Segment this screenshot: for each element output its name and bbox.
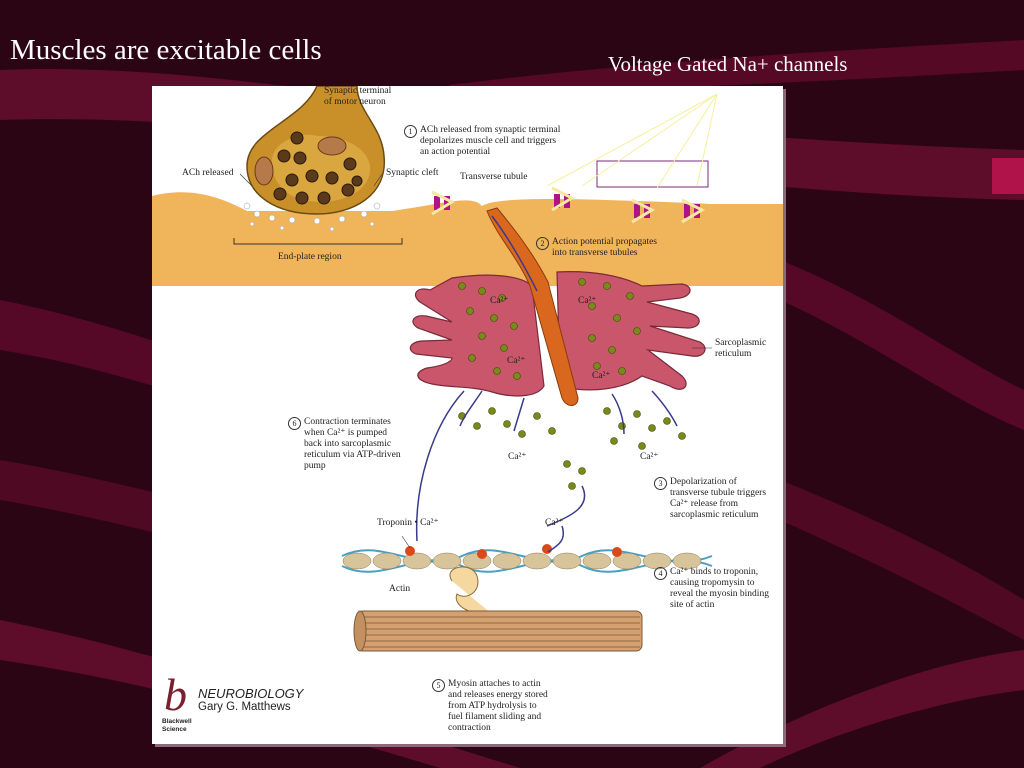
pump-arrow (415, 390, 465, 542)
logo-title: NEUROBIOLOGY (198, 686, 304, 701)
step-text: Action potential propagates into transve… (552, 237, 657, 258)
muscle-cell (152, 192, 783, 286)
callout-box (596, 160, 709, 188)
logo-letter: b (164, 669, 187, 720)
na-channels (431, 186, 706, 224)
step-number: 4 (654, 567, 667, 580)
release-arrows (459, 390, 678, 435)
step-number: 1 (404, 125, 417, 138)
label-ca: Ca²⁺ (508, 452, 527, 462)
synaptic-vesicles (273, 131, 363, 205)
transverse-tubule (486, 207, 579, 406)
label-sarcoplasmic-reticulum: Sarcoplasmic reticulum (715, 338, 767, 359)
label-ca: Ca²⁺ (640, 452, 659, 462)
step-number: 3 (654, 477, 667, 490)
excitation-contraction-diagram (152, 86, 783, 652)
slide-title: Muscles are excitable cells (10, 34, 322, 66)
calcium-ions (458, 278, 686, 490)
mitochondrion (317, 136, 347, 156)
myosin-filament (353, 610, 643, 652)
logo-author: Gary G. Matthews (198, 701, 291, 713)
step-text: ACh released from synaptic terminal depo… (420, 125, 561, 157)
mitochondrion (254, 156, 274, 186)
step-number: 5 (432, 679, 445, 692)
label-synaptic-cleft: Synaptic cleft (386, 168, 439, 178)
ap-arrow (491, 215, 538, 292)
step-text: Myosin attaches to actin and releases en… (448, 679, 548, 733)
label-actin: Actin (389, 584, 411, 594)
label-ca: Ca²⁺ (578, 296, 597, 306)
actin-filament (341, 544, 713, 573)
label-end-plate: End-plate region (278, 252, 342, 262)
label-ca: Ca²⁺ (490, 296, 509, 306)
myosin-head (449, 566, 493, 615)
step-text: Depolarization of transverse tubule trig… (670, 477, 767, 520)
label-synaptic-terminal: Synaptic terminal of motor neuron (324, 86, 392, 107)
step-text: Contraction terminates when Ca²⁺ is pump… (304, 417, 401, 471)
step-text: Ca²⁺ binds to troponin, causing tropomys… (670, 567, 769, 610)
callout-label: Voltage Gated Na+ channels (608, 52, 848, 76)
ach-release (243, 202, 381, 232)
logo-publisher: Blackwell Science (162, 718, 192, 733)
label-troponin-ca: Troponin • Ca²⁺ (377, 518, 439, 528)
label-ca-arrow: Ca²⁺ (545, 518, 564, 528)
sarcoplasmic-reticulum-right (556, 271, 706, 391)
step-number: 2 (536, 237, 549, 250)
step-number: 6 (288, 417, 301, 430)
label-ca: Ca²⁺ (507, 356, 526, 366)
sarcoplasmic-reticulum-left (409, 274, 545, 397)
label-ca: Ca²⁺ (592, 371, 611, 381)
callout-lines (546, 93, 718, 189)
end-plate-bracket (233, 238, 403, 245)
figure-panel: Synaptic terminal of motor neuron ACh re… (152, 86, 783, 744)
label-ach-released: ACh released (182, 168, 234, 178)
label-transverse-tubule: Transverse tubule (460, 172, 528, 182)
